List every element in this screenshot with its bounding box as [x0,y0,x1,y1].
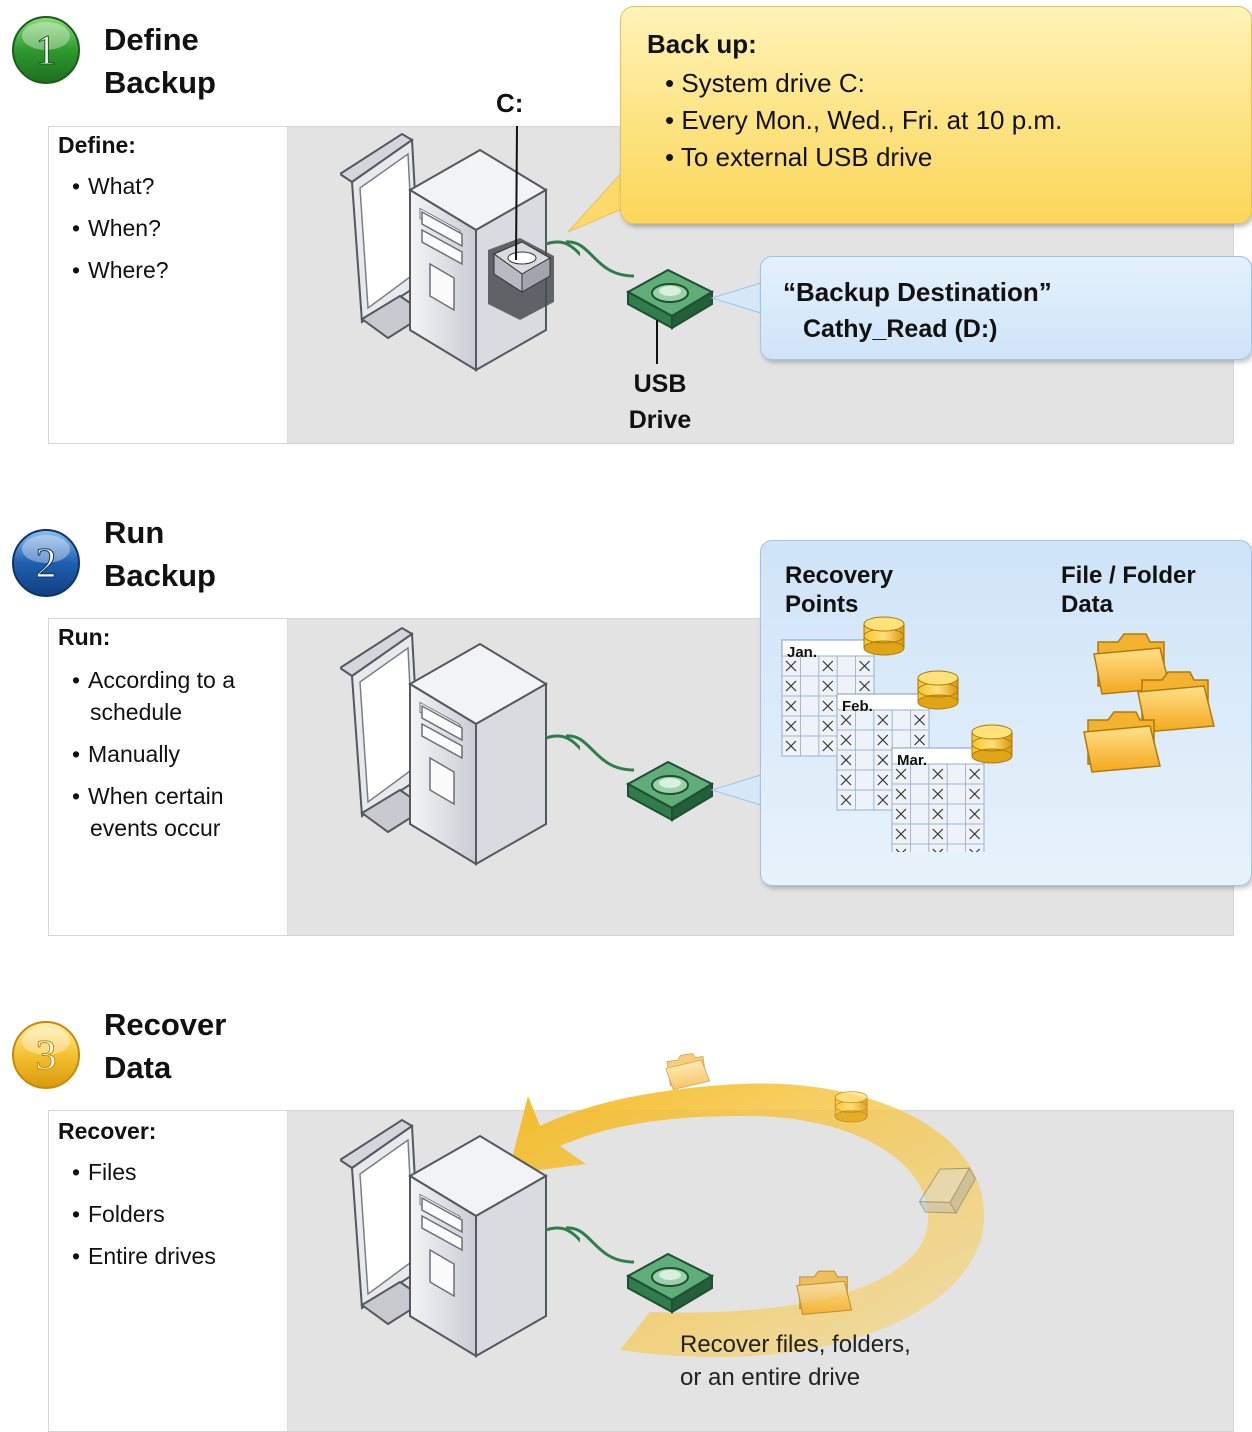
recovery-points-line2: Points [785,591,859,618]
step1-list-pane [49,127,288,443]
floating-folder-icon [664,1051,711,1091]
step1-computer-icon [340,126,580,371]
step1-list-heading: Define: [58,132,136,158]
usb-label-line1: USB [633,370,687,398]
step3-list-heading: Recover: [58,1118,157,1144]
step1-number: 1 [36,28,57,74]
coin-stack-icon [863,616,905,656]
step3-title-line2: Data [104,1050,172,1085]
recovery-points-graphic [781,616,1013,852]
backup-callout-heading: Back up: [647,29,757,59]
step1-title: Define Backup [104,18,216,104]
folders-icon [1083,633,1215,773]
backup-callout-item: • Every Mon., Wed., Fri. at 10 p.m. [665,105,1063,135]
recovery-points-label: Recovery Points [785,561,893,619]
drive-c-label: C: [496,88,524,118]
recover-caption-line1: Recover files, folders, [680,1331,911,1358]
floating-drive-icon [918,1167,977,1214]
step2-title: Run Backup [104,511,216,597]
step2-title-line1: Run [104,515,165,550]
step3-computer-icon [340,1119,580,1357]
month-feb: Feb. [842,698,873,715]
coin-stack-icon [917,670,959,710]
step3-item-files: •Files [72,1159,137,1185]
step2-item-events-cont: events occur [90,815,221,841]
step3-number: 3 [36,1033,57,1079]
step1-item-where: •Where? [72,257,169,283]
step3-item-folders: •Folders [72,1201,165,1227]
recovery-arrow [508,1083,985,1358]
usb-pointer-line [656,320,658,364]
step3-title: Recover Data [104,1003,226,1089]
usb-label-line2: Drive [628,406,692,434]
step2-item-schedule-cont: schedule [90,699,183,725]
coin-stack-icon [971,724,1013,764]
backup-callout-item: • To external USB drive [665,142,933,172]
destination-drive-name: Cathy_Read (D:) [803,315,998,343]
file-folder-line2: Data [1061,591,1114,618]
recover-caption: Recover files, folders, or an entire dri… [680,1328,911,1394]
step1-item-when: •When? [72,215,161,241]
step1-title-line1: Define [104,22,199,57]
file-folder-line1: File / Folder [1061,562,1196,589]
step1-cable [565,240,635,278]
recover-caption-line2: or an entire drive [680,1364,861,1391]
step2-list-heading: Run: [58,624,111,650]
step2-number: 2 [36,541,57,587]
backup-settings-callout: Back up: • System drive C: • Every Mon.,… [620,6,1252,224]
step1-item-what: •What? [72,173,155,199]
step3-list-pane [49,1111,288,1431]
backup-destination-callout: “Backup Destination” Cathy_Read (D:) [760,256,1252,360]
step2-computer-icon [340,627,580,865]
step3-title-line1: Recover [104,1007,227,1042]
floating-coins-icon [834,1091,868,1123]
step2-title-line2: Backup [104,558,216,593]
recovery-points-line1: Recovery [785,562,894,589]
step1-title-line2: Backup [104,65,216,100]
system-drive-icon [488,238,554,320]
step2-list-pane [49,619,288,935]
step2-usb-drive-icon [627,761,713,821]
step3-item-drives: •Entire drives [72,1243,216,1269]
step2-item-events: •When certain [72,783,224,809]
step2-item-schedule: •According to a [72,667,236,693]
step1-badge: 1 [12,16,80,84]
destination-title: “Backup Destination” [783,277,1052,307]
month-jan: Jan. [787,644,818,661]
step3-usb-drive-icon [627,1253,713,1313]
step2-item-manually: •Manually [72,741,181,767]
backup-callout-item: • System drive C: [665,68,865,98]
step2-cable [565,734,635,772]
step3-badge: 3 [12,1021,80,1089]
calendar-icon [891,747,985,852]
step2-badge: 2 [12,529,80,597]
step1-usb-drive-icon [627,269,713,329]
step3-cable [565,1226,635,1264]
file-folder-data-label: File / Folder Data [1061,561,1196,619]
month-mar: Mar. [897,752,928,769]
floating-folder-icon [796,1270,853,1315]
usb-drive-label: USB Drive [608,366,712,438]
